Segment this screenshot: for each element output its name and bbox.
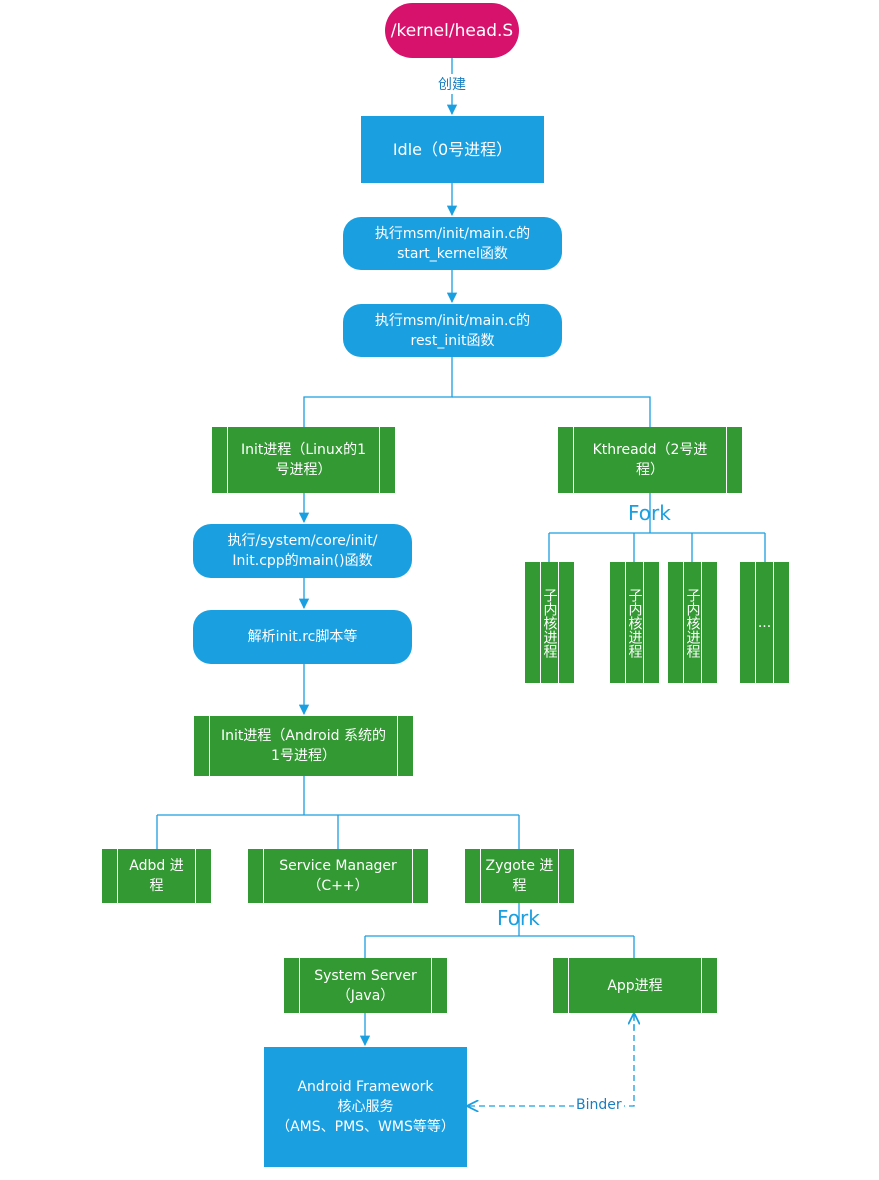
zygote-process-node: Zygote 进 程 (465, 849, 574, 903)
system-server-label: System Server （Java） (314, 967, 417, 1004)
parse-init-rc-label: 解析init.rc脚本等 (247, 629, 358, 645)
edge-binder (468, 1015, 635, 1106)
start-kernel-node: 执行msm/init/main.c的 start_kernel函数 (343, 217, 562, 270)
idle-process-label: Idle（0号进程） (392, 139, 513, 159)
parse-init-rc-node: 解析init.rc脚本等 (193, 610, 412, 664)
kernel-child-process-3-label: 子内核进程 (684, 587, 701, 658)
app-process-label: App进程 (607, 977, 663, 994)
kthreadd-process-label: Kthreadd（2号进 程） (592, 442, 708, 478)
kernel-child-process-more-label: ... (757, 614, 772, 631)
kernel-child-process-1-label: 子内核进程 (541, 587, 558, 658)
edge-rest-init-to-kthreadd (452, 396, 651, 427)
kernel-child-process-more: ... (740, 562, 789, 683)
kernel-child-process-1: 子内核进程 (525, 562, 574, 683)
create-edge-label: 创建 (436, 74, 468, 94)
android-framework-label: Android Framework 核心服务 （AMS、PMS、WMS等等） (276, 1079, 455, 1135)
start-kernel-label: 执行msm/init/main.c的 start_kernel函数 (374, 225, 531, 262)
kernel-child-process-3: 子内核进程 (668, 562, 717, 683)
init-cpp-node: 执行/system/core/init/ Init.cpp的main()函数 (193, 524, 412, 578)
rest-init-label: 执行msm/init/main.c的 rest_init函数 (374, 312, 531, 349)
init-android-process-label: Init进程（Android 系统的 1号进程） (221, 728, 386, 764)
kthreadd-fork-label: Fork (628, 501, 671, 525)
head-s-label: /kernel/head.S (390, 20, 514, 41)
app-process-node: App进程 (553, 958, 717, 1013)
idle-process-node: Idle（0号进程） (361, 116, 544, 183)
service-manager-node: Service Manager （C++） (248, 849, 428, 903)
adbd-process-node: Adbd 进 程 (102, 849, 211, 903)
kernel-child-process-2-label: 子内核进程 (626, 587, 643, 658)
adbd-process-label: Adbd 进 程 (129, 858, 184, 894)
init-linux-process-node: Init进程（Linux的1 号进程） (212, 427, 395, 493)
init-cpp-label: 执行/system/core/init/ Init.cpp的main()函数 (227, 533, 378, 569)
zygote-process-label: Zygote 进 程 (485, 858, 554, 894)
head-s-node: /kernel/head.S (385, 3, 519, 58)
zygote-fork-label: Fork (497, 906, 540, 930)
system-server-node: System Server （Java） (284, 958, 447, 1013)
rest-init-node: 执行msm/init/main.c的 rest_init函数 (343, 304, 562, 357)
kthreadd-process-node: Kthreadd（2号进 程） (558, 427, 742, 493)
kernel-child-process-2: 子内核进程 (610, 562, 659, 683)
edge-rest-init-branch (303, 357, 453, 427)
service-manager-label: Service Manager （C++） (279, 858, 397, 894)
android-framework-node: Android Framework 核心服务 （AMS、PMS、WMS等等） (264, 1047, 467, 1167)
init-android-process-node: Init进程（Android 系统的 1号进程） (194, 716, 413, 776)
binder-edge-label: Binder (574, 1097, 624, 1113)
init-linux-process-label: Init进程（Linux的1 号进程） (240, 442, 366, 478)
